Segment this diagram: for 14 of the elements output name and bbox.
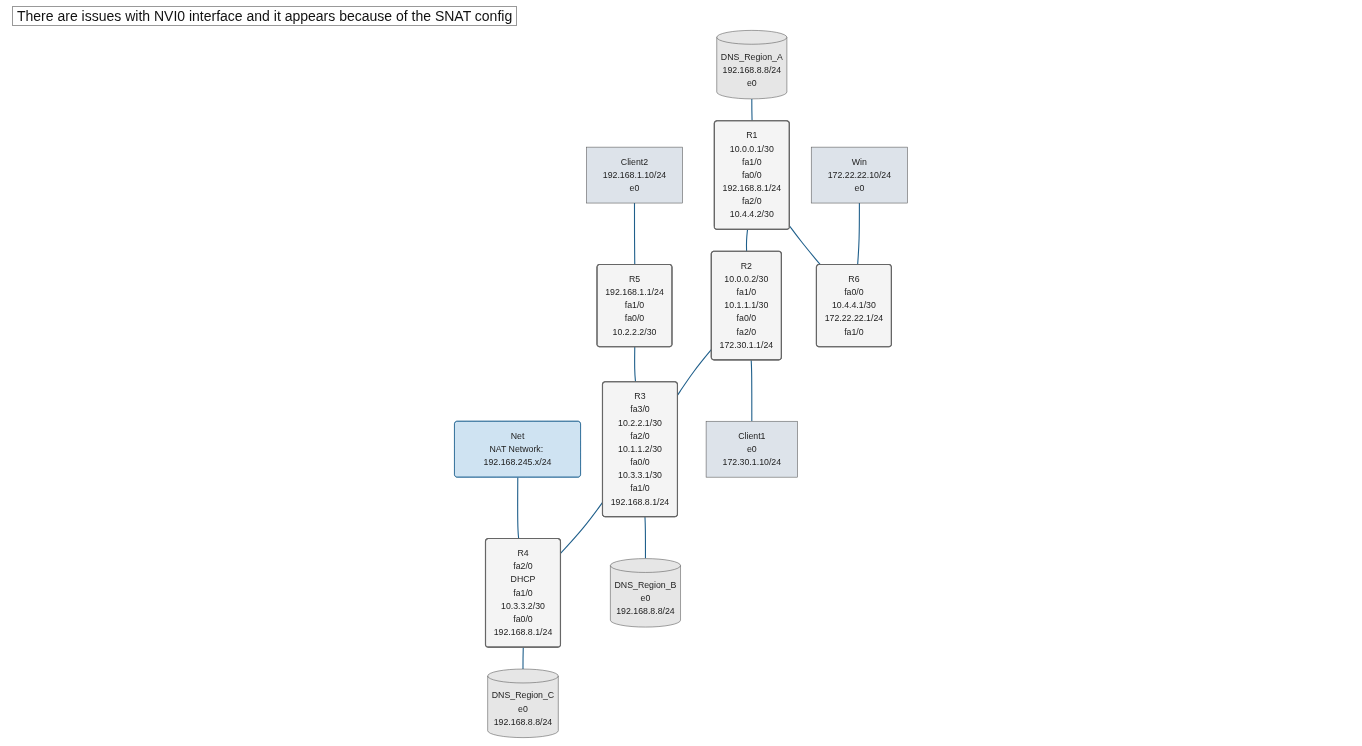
connector	[750, 359, 753, 422]
node-box: Client1 e0 172.30.1.10/24	[705, 420, 798, 478]
connector	[745, 229, 749, 253]
connector	[751, 98, 753, 122]
connector	[789, 225, 821, 266]
connector	[522, 646, 524, 670]
connector	[857, 202, 860, 266]
note-text: There are issues with NVI0 interface and it appears because of the SNAT config	[12, 6, 518, 26]
connector	[634, 346, 637, 383]
node-box: Client2 192.168.1.10/24 e0	[586, 146, 683, 204]
connector	[517, 476, 520, 540]
node-box: Win 172.22.22.10/24 e0	[810, 146, 908, 204]
connector	[644, 516, 646, 560]
connector	[633, 202, 636, 266]
